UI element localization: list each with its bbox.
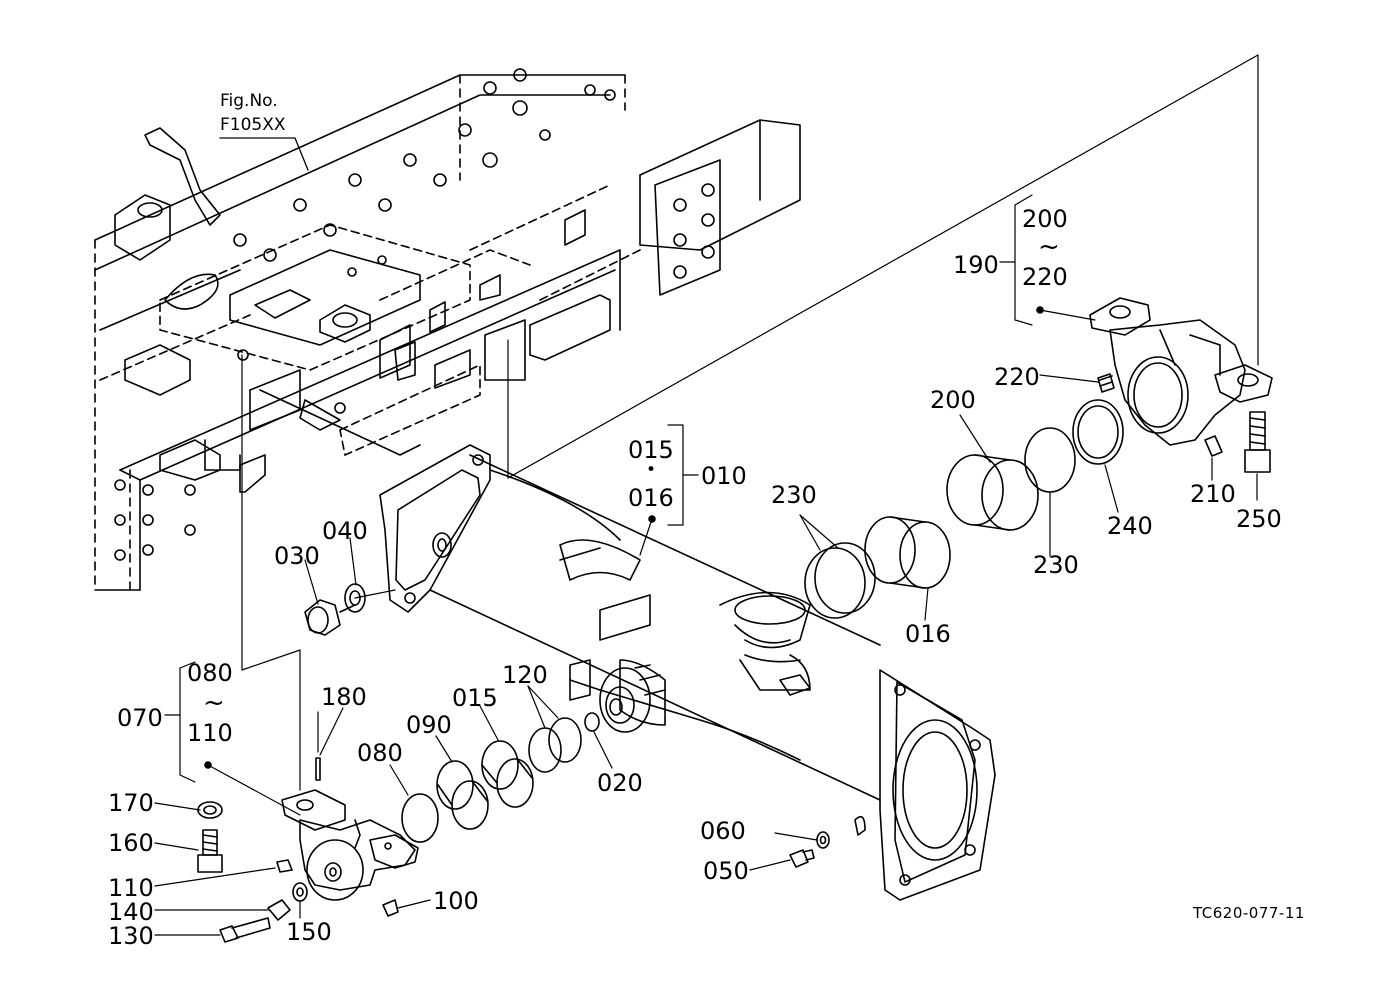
part-090-bushing: [437, 761, 488, 829]
label-130: 130: [108, 922, 154, 950]
part-170-washer: [198, 802, 222, 818]
part-060-washer: [817, 832, 829, 848]
label-140: 140: [108, 898, 154, 926]
label-070: 070: [117, 704, 163, 732]
label-060: 060: [700, 817, 746, 845]
fig-ref-code: F105XX: [220, 115, 286, 135]
part-230-o-ring-left: [805, 543, 875, 618]
label-120: 120: [502, 661, 548, 689]
label-110: 110: [108, 874, 154, 902]
label-050: 050: [703, 857, 749, 885]
label-220: 220: [994, 363, 1040, 391]
label-tilde-070: ~: [203, 688, 225, 718]
tractor-frame: [95, 69, 800, 590]
label-170: 170: [108, 789, 154, 817]
label-040: 040: [322, 517, 368, 545]
part-130-bolt: [220, 918, 270, 942]
label-240: 240: [1107, 512, 1153, 540]
label-080: 080: [357, 739, 403, 767]
label-010: 010: [701, 462, 747, 490]
label-160: 160: [108, 829, 154, 857]
part-110-grease-fitting: [277, 860, 292, 872]
label-230-left: 230: [771, 481, 817, 509]
part-220-plug: [1098, 374, 1114, 392]
label-030: 030: [274, 542, 320, 570]
label-190: 190: [953, 251, 999, 279]
part-020-o-ring: [585, 713, 599, 731]
part-050-plug: [790, 850, 814, 867]
label-200-group: 200: [1022, 205, 1068, 233]
label-080-group: 080: [187, 659, 233, 687]
label-015-group: 015: [628, 436, 674, 464]
part-150-washer: [293, 883, 307, 901]
label-090: 090: [406, 711, 452, 739]
part-230-o-ring-right: [1025, 428, 1075, 492]
part-100-grease-fitting: [383, 900, 398, 916]
part-016-bushing: [865, 517, 950, 588]
part-180-pin: [316, 712, 320, 780]
label-250: 250: [1236, 505, 1282, 533]
part-040-washer: [345, 584, 365, 612]
part-015-bushing: [482, 741, 533, 807]
label-150: 150: [286, 918, 332, 946]
part-250-bolt: [1245, 412, 1270, 472]
label-100: 100: [433, 887, 479, 915]
label-020: 020: [597, 769, 643, 797]
axle-housing: [380, 445, 995, 900]
label-016: 016: [905, 620, 951, 648]
part-070-bracket: [282, 790, 418, 900]
label-016-group: 016: [628, 484, 674, 512]
fig-no-label: Fig.No.: [220, 91, 278, 111]
label-110-group: 110: [187, 719, 233, 747]
label-220-group: 220: [1022, 263, 1068, 291]
label-230-right: 230: [1033, 551, 1079, 579]
drawing-code: TC620-077-11: [1193, 904, 1305, 922]
label-tilde-190: ~: [1038, 232, 1060, 262]
label-180: 180: [321, 683, 367, 711]
part-210-grease-fitting: [1205, 436, 1222, 456]
label-015: 015: [452, 684, 498, 712]
part-200-bushing: [947, 455, 1038, 530]
callout-leaders: [155, 195, 1257, 935]
part-080-seal: [402, 794, 438, 842]
part-140-nut: [268, 900, 290, 920]
part-030-plug: [305, 600, 355, 635]
part-120-o-ring: [529, 718, 581, 772]
label-210: 210: [1190, 480, 1236, 508]
label-dot-separator: •: [646, 460, 657, 480]
part-240-seal: [1073, 400, 1123, 464]
label-200: 200: [930, 386, 976, 414]
part-160-bolt: [198, 830, 222, 872]
part-190-bracket: [1090, 298, 1272, 445]
